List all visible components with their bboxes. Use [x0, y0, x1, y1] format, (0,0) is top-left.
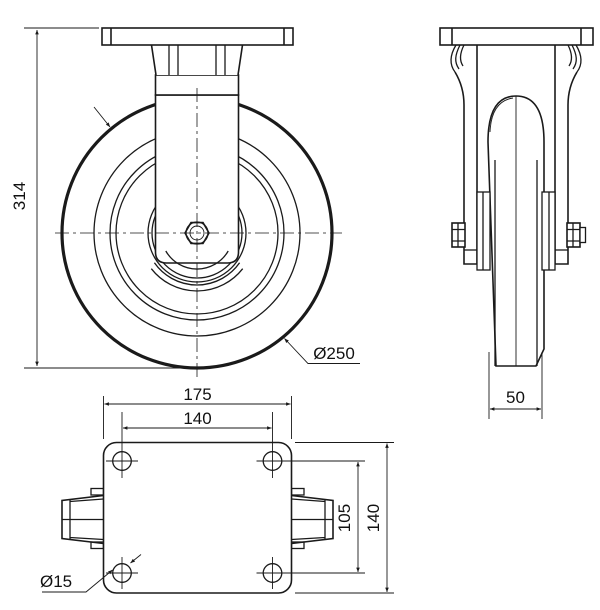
- dim-wheel-width-label: 50: [506, 388, 525, 407]
- plate-side: [439, 27, 594, 46]
- plate-bottom-view: 175 140 105 140 Ø15: [40, 385, 394, 594]
- fork-front: [101, 27, 294, 264]
- wheel-stub-right: [290, 487, 334, 550]
- dim-bolt-spacing-depth-label: 105: [335, 504, 354, 532]
- fork-side: [450, 44, 582, 265]
- plate-outline: [102, 441, 293, 594]
- wheel-diameter-dimension: Ø250: [284, 338, 360, 364]
- plate-depth-dimension: 140: [295, 442, 394, 594]
- wheel-side-profile: [487, 95, 545, 367]
- dim-overall-height-label: 314: [10, 182, 29, 210]
- wheel-stub-left: [61, 487, 105, 550]
- tread-leader-arrow: [93, 106, 111, 128]
- plate-width-dimension: 175: [103, 385, 292, 439]
- dim-wheel-diameter-label: Ø250: [313, 344, 355, 363]
- bolt-spacing-width-dimension: 140: [122, 409, 272, 430]
- front-view: Ø250 314: [10, 27, 360, 380]
- axle-nuts-side: [451, 222, 587, 248]
- hub-caps-side: [476, 191, 556, 271]
- wheel-width-dimension: 50: [488, 352, 543, 419]
- bolt-holes: [106, 412, 289, 589]
- dim-plate-width-label: 175: [183, 385, 211, 404]
- overall-height-dimension: 314: [10, 27, 199, 369]
- side-view: 50: [439, 27, 594, 419]
- dim-hole-diameter-label: Ø15: [40, 572, 72, 591]
- dim-plate-depth-label: 140: [364, 504, 383, 532]
- bolt-spacing-depth-dimension: 105: [282, 460, 365, 574]
- dim-bolt-spacing-width-label: 140: [183, 409, 211, 428]
- hole-diameter-dimension: Ø15: [40, 554, 142, 593]
